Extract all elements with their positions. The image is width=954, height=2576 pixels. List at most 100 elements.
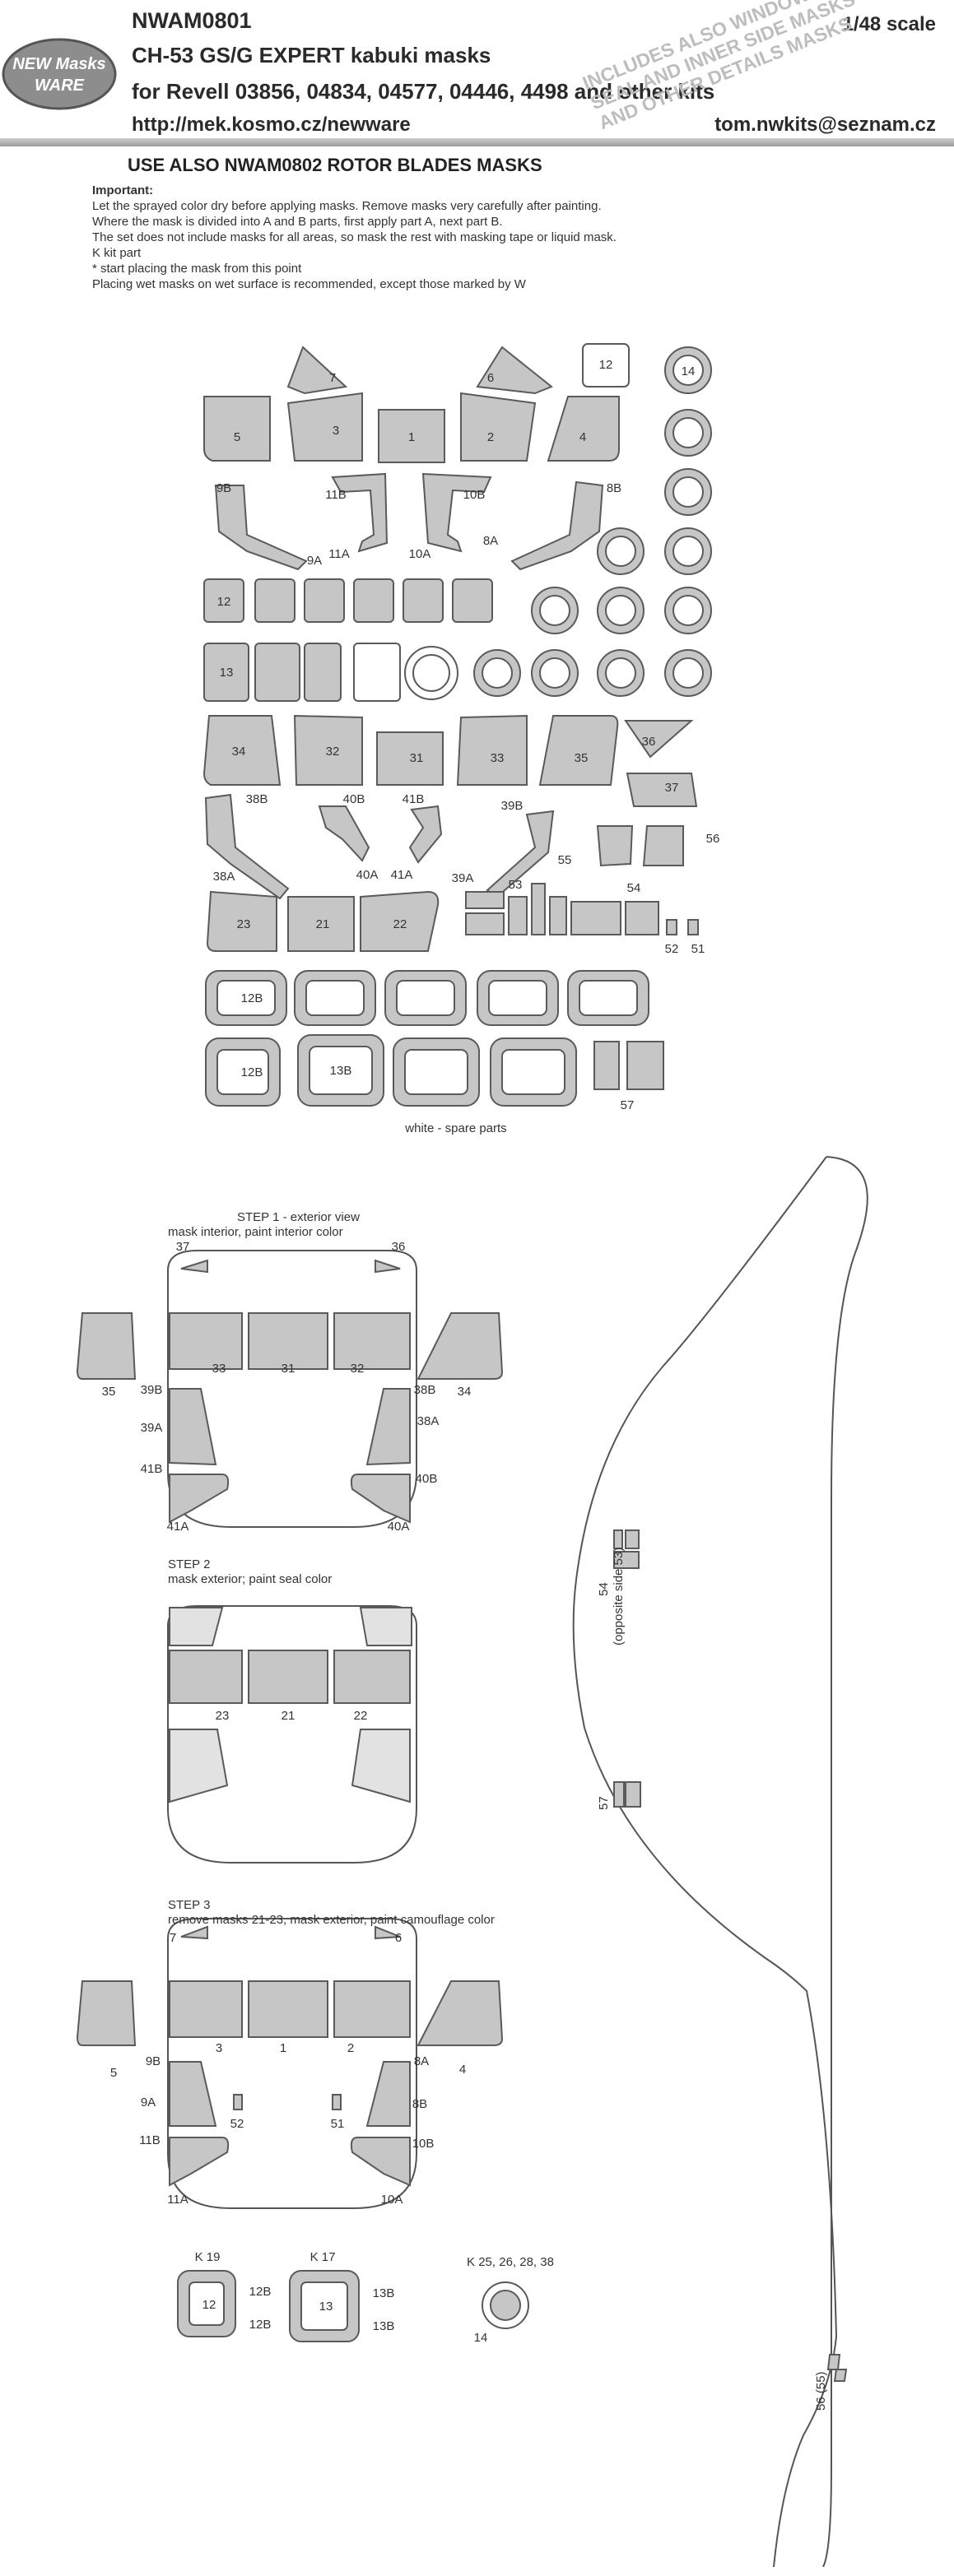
label-32: 32 [326, 745, 340, 759]
mask-54 [625, 901, 659, 935]
mask-53 [465, 912, 505, 935]
s3-7: 7 [170, 1931, 176, 1945]
s3-1: 1 [280, 2041, 286, 2055]
s3-5: 5 [110, 2066, 117, 2080]
label-35: 35 [575, 751, 589, 765]
mask-33 [456, 714, 528, 786]
mask-56 [642, 825, 684, 866]
s1-41a: 41A [167, 1520, 189, 1534]
step3-desc: remove masks 21-23, mask exterior, paint… [168, 1913, 495, 1927]
mask-34 [202, 715, 282, 786]
side-mask-54 [613, 1551, 640, 1569]
step3-mask-3 [169, 1980, 243, 2038]
logo-bottom-text: WARE [35, 77, 85, 95]
s3-4: 4 [459, 2063, 466, 2077]
mask-1 [378, 409, 445, 463]
k19-12b: 12B [249, 2318, 272, 2332]
side-mask-54 [625, 1529, 640, 1549]
instructions-heading: Important: [92, 183, 154, 197]
mask-21 [287, 896, 355, 952]
step2-seal [169, 1729, 229, 1803]
label-10a: 10A [409, 547, 431, 561]
step2-desc: mask exterior; paint seal color [168, 1572, 332, 1586]
s1-40a: 40A [388, 1520, 410, 1534]
mask-3 [286, 392, 363, 462]
instructions: Important: Let the sprayed color dry bef… [92, 183, 767, 292]
spare-note: white - spare parts [404, 1121, 506, 1135]
step2-seal [169, 1607, 224, 1646]
s1-35: 35 [102, 1385, 116, 1399]
small-window [353, 578, 394, 623]
fuselage-side-view: 54 (opposite side 53) 57 56 (55) [572, 1156, 868, 2567]
label-52: 52 [665, 942, 679, 956]
kit-list: for Revell 03856, 04834, 04577, 04446, 4… [132, 79, 715, 104]
label-21: 21 [316, 917, 330, 931]
step2-mask-21 [248, 1650, 328, 1704]
label-14: 14 [682, 364, 696, 378]
s1-37: 37 [176, 1240, 190, 1254]
side-label-57: 57 [597, 1796, 611, 1810]
small-window [304, 643, 342, 702]
step3-mask-9 [169, 2061, 217, 2127]
mask-38 [204, 793, 290, 900]
step2-title: STEP 2 [168, 1557, 210, 1571]
step-diagrams: STEP 1 - exterior view mask interior, pa… [76, 1210, 554, 2345]
step3-mask-4 [417, 1980, 504, 2046]
label-1: 1 [408, 430, 415, 444]
label-11b: 11B [325, 488, 347, 502]
fuselage-outer [822, 1156, 868, 2567]
s1-40b: 40B [416, 1472, 438, 1486]
label-13: 13 [220, 666, 234, 680]
website-link[interactable]: http://mek.kosmo.cz/newware [132, 114, 411, 136]
label-31: 31 [410, 751, 424, 765]
mask-37 [626, 773, 698, 807]
mask-5 [203, 396, 271, 462]
step1-mask-32 [333, 1312, 411, 1370]
small-window [254, 643, 300, 702]
mask-54 [549, 896, 567, 935]
step3-mask-8 [365, 2061, 411, 2127]
mask-4 [547, 396, 620, 462]
header: NEW Masks WARE NWAM0801 CH-53 GS/G EXPER… [0, 0, 954, 148]
label-12-spare: 12 [599, 358, 613, 372]
step3-mask-10 [350, 2137, 411, 2187]
s1-41b: 41B [141, 1462, 163, 1476]
mask-54 [570, 901, 621, 935]
label-13b: 13B [330, 1064, 352, 1078]
step1-mask-35 [76, 1312, 137, 1380]
label-40a: 40A [356, 868, 379, 882]
s2-22: 22 [354, 1709, 368, 1723]
header-divider [0, 138, 954, 146]
s1-39a: 39A [141, 1421, 163, 1435]
step1-mask-36 [375, 1259, 401, 1274]
step2-seal [359, 1607, 412, 1646]
s1-34: 34 [458, 1385, 472, 1399]
label-9b: 9B [216, 481, 231, 495]
s1-36: 36 [392, 1240, 406, 1254]
label-55: 55 [558, 853, 572, 867]
k25-label: K 25, 26, 28, 38 [467, 2255, 554, 2269]
s3-11b: 11B [139, 2133, 161, 2147]
s1-38b: 38B [414, 1383, 436, 1397]
s3-8b: 8B [412, 2097, 427, 2111]
mask-10 [421, 472, 492, 553]
s3-52: 52 [230, 2117, 244, 2131]
label-34: 34 [232, 745, 246, 759]
instruction-line: Let the sprayed color dry before applyin… [92, 199, 602, 213]
mask-sheet: 5 7 3 1 2 6 4 12 14 9B 9A 11B 11A 10B 10… [202, 343, 719, 1135]
label-38b: 38B [246, 792, 268, 806]
label-40b: 40B [343, 792, 365, 806]
s3-51: 51 [331, 2117, 345, 2131]
step3-mask-11 [169, 2137, 230, 2187]
email-address[interactable]: tom.nwkits@seznam.cz [714, 114, 936, 136]
step1-mask-31 [248, 1312, 328, 1370]
step2-mask-23 [169, 1650, 243, 1704]
step2-seal [351, 1729, 411, 1803]
mask-53 [531, 883, 546, 935]
mask-6 [476, 346, 553, 395]
label-38a: 38A [213, 870, 235, 884]
s2-21: 21 [282, 1709, 296, 1723]
label-41b: 41B [403, 792, 425, 806]
instruction-line: Where the mask is divided into A and B p… [92, 215, 503, 229]
small-window [203, 578, 244, 623]
